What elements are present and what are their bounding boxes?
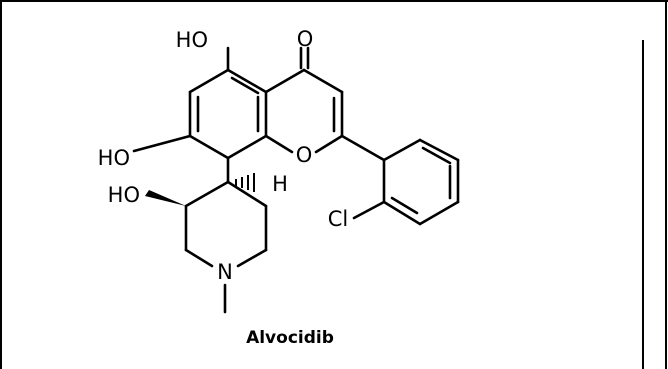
bond — [184, 248, 214, 268]
frame-top-border — [0, 0, 668, 2]
frame-left-border — [0, 0, 2, 369]
bond — [418, 200, 460, 226]
atom-label-hydrogen: H — [272, 172, 288, 196]
bond — [302, 68, 344, 94]
double-bond — [390, 196, 419, 215]
atom-label-chlorine: Cl — [328, 207, 349, 231]
bond — [382, 138, 422, 162]
bond — [340, 134, 386, 162]
atom-label-ho-top: HO — [176, 28, 208, 52]
bond — [382, 200, 422, 226]
bond — [264, 134, 294, 154]
wedge-bond — [145, 190, 186, 206]
double-bond — [421, 146, 452, 165]
bond — [352, 200, 386, 220]
bond — [132, 134, 192, 153]
atom-label-ring-o: O — [296, 143, 313, 167]
bond — [188, 134, 230, 160]
bond — [226, 68, 268, 94]
bond — [264, 68, 306, 94]
frame-inner-right-border — [642, 40, 644, 369]
bond — [314, 134, 344, 154]
bond — [418, 138, 460, 162]
hashed-bond — [235, 173, 255, 192]
atom-label-carbonyl-o: O — [297, 27, 314, 51]
atom-label-nitrogen: N — [217, 260, 233, 284]
bond — [226, 180, 268, 208]
double-bond — [230, 76, 260, 95]
bond — [188, 68, 230, 94]
frame-right-border — [665, 0, 667, 369]
atom-label-ho-mid: HO — [98, 146, 130, 170]
bond — [184, 180, 230, 208]
molecule-name-caption: Alvocidib — [246, 328, 334, 348]
bond — [236, 248, 268, 268]
atom-label-ho-bottom: HO — [108, 183, 140, 207]
bond — [226, 134, 268, 160]
